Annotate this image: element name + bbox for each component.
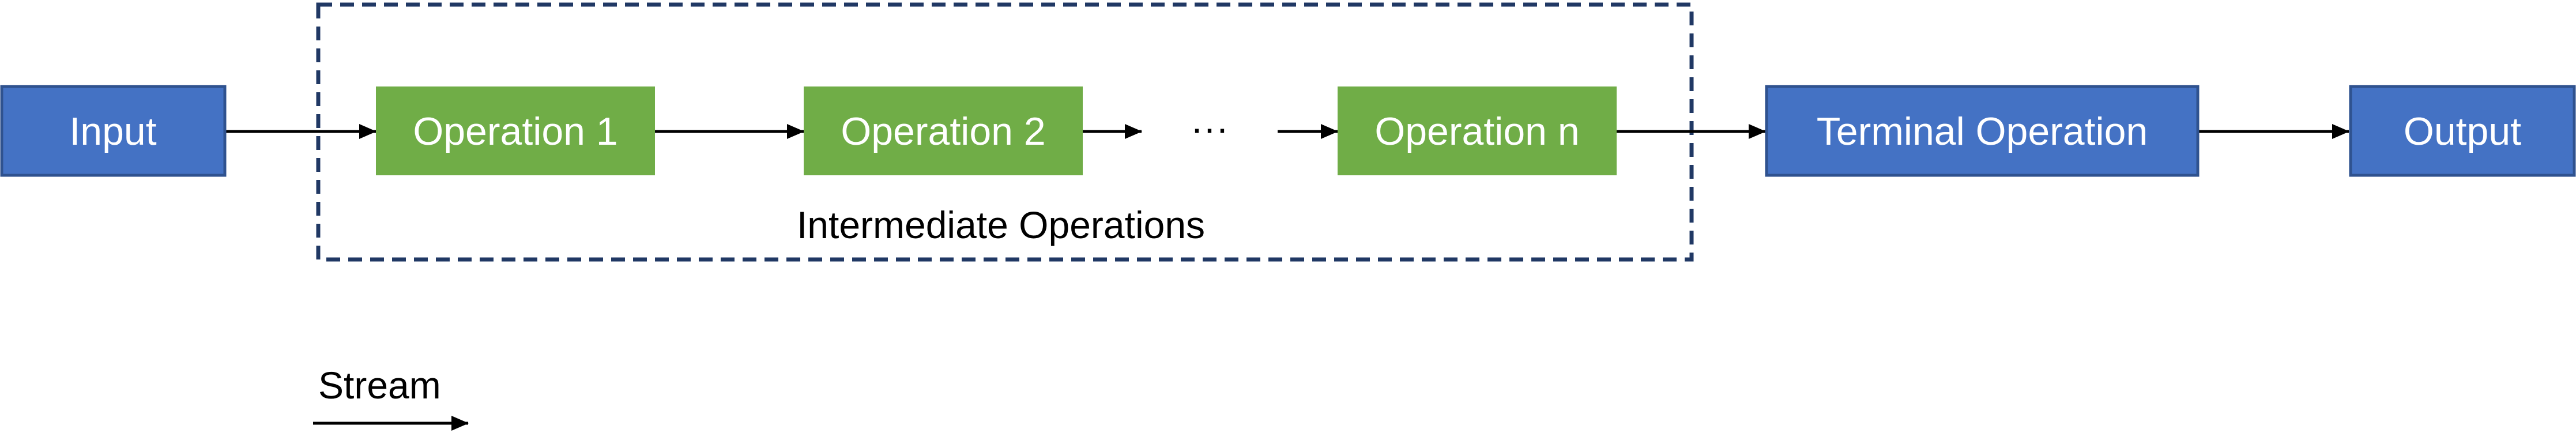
operation-2-box (804, 86, 1083, 175)
ellipsis-label: ··· (1191, 107, 1229, 149)
operation-2-label: Operation 2 (841, 110, 1045, 153)
output-box (2349, 85, 2576, 177)
operation-1-box (376, 86, 655, 175)
input-label: Input (69, 110, 156, 153)
legend-stream-label: Stream (318, 364, 441, 407)
operation-n-box (1338, 86, 1617, 175)
operation-n-label: Operation n (1374, 110, 1579, 153)
input-box (0, 85, 227, 177)
intermediate-operations-label: Intermediate Operations (797, 204, 1205, 246)
operation-1-label: Operation 1 (413, 110, 617, 153)
output-label: Output (2404, 110, 2521, 153)
terminal-operation-box (1765, 85, 2200, 177)
terminal-operation-label: Terminal Operation (1817, 110, 2148, 153)
